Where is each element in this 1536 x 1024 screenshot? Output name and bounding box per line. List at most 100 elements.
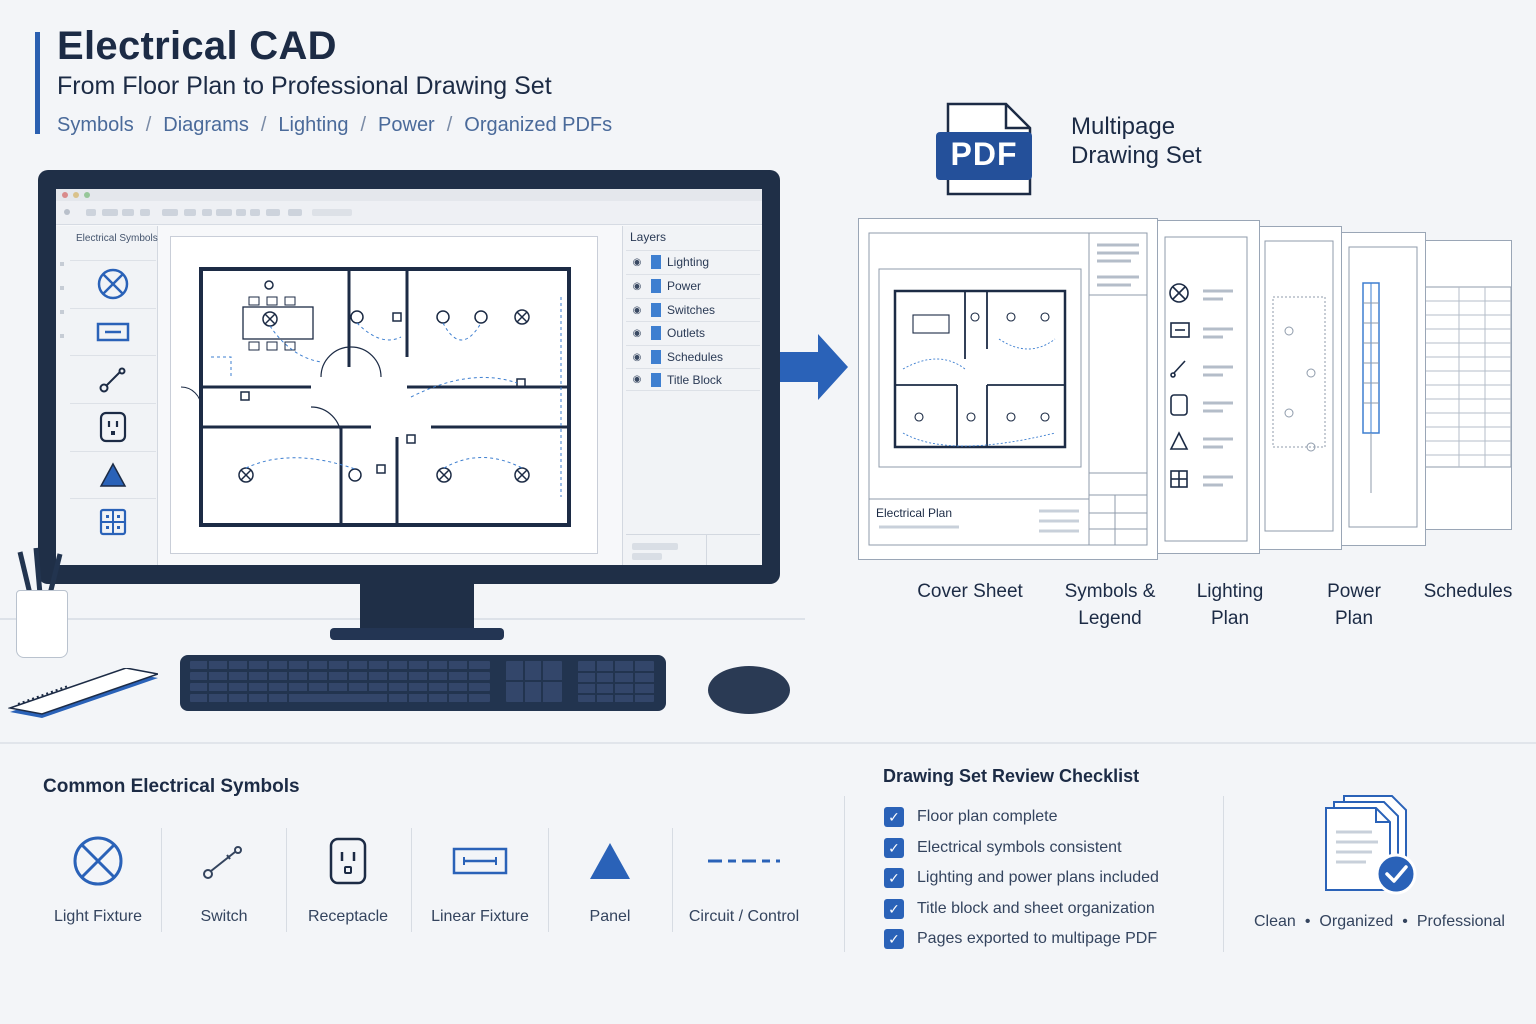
visibility-eye-icon[interactable]: ◉	[632, 280, 642, 292]
sheet-cover[interactable]	[858, 218, 1158, 560]
symbol-label: Linear Fixture	[431, 908, 529, 925]
crumb-separator: /	[360, 114, 367, 136]
sheet-label-line: Lighting	[1196, 581, 1264, 602]
toolbar-icon[interactable]	[312, 209, 352, 216]
visibility-eye-icon[interactable]: ◉	[632, 351, 642, 363]
toolbar-icon[interactable]	[122, 209, 134, 216]
panel-triangle-icon	[99, 461, 127, 487]
linear-fixture-icon	[452, 847, 508, 875]
junction-box-icon	[99, 508, 127, 535]
checkbox-checked-icon[interactable]: ✓	[884, 838, 904, 858]
toolbar-icon[interactable]	[288, 209, 302, 216]
checklist-item[interactable]: ✓ Title block and sheet organization	[884, 898, 1155, 920]
checklist-item-label: Title block and sheet organization	[917, 900, 1155, 917]
checklist-item-label: Lighting and power plans included	[917, 869, 1159, 886]
monitor-stand	[360, 583, 474, 631]
layer-row-schedules[interactable]: ◉Schedules	[626, 345, 760, 368]
layer-row-lighting[interactable]: ◉Lighting	[626, 250, 760, 273]
keyboard-keys	[190, 661, 654, 702]
toolbar-icon[interactable]	[236, 209, 246, 216]
sheet-label-line: Plan	[1210, 608, 1250, 629]
toolbar-icon[interactable]	[202, 209, 212, 216]
sheet-label-line: Symbols &	[1064, 581, 1156, 602]
toolbar-icon[interactable]	[102, 209, 118, 216]
symbol-divider	[672, 828, 673, 932]
crumb-organized-pdfs: Organized PDFs	[464, 114, 613, 136]
toolbar-icon[interactable]	[64, 209, 70, 215]
pencil-cup-icon	[16, 546, 72, 601]
checkbox-checked-icon[interactable]: ✓	[884, 929, 904, 949]
symbols-section-title: Common Electrical Symbols	[43, 776, 300, 797]
toolbar-icon[interactable]	[162, 209, 178, 216]
symbol-label: Panel	[589, 908, 631, 925]
toolbar-icon[interactable]	[266, 209, 280, 216]
visibility-eye-icon[interactable]: ◉	[632, 327, 642, 339]
checklist-item[interactable]: ✓Pages exported to multipage PDF	[884, 928, 1157, 950]
window-minimize-icon[interactable]	[73, 192, 79, 198]
sheet-schedules[interactable]	[1424, 240, 1512, 530]
symbol-label: Receptacle	[307, 908, 389, 925]
library-panel[interactable]	[70, 451, 156, 497]
switch-icon	[99, 367, 126, 392]
toolbar-icon[interactable]	[216, 209, 232, 216]
schedule-table-drawing	[1424, 286, 1512, 468]
visibility-eye-icon[interactable]: ◉	[632, 374, 642, 385]
library-switch[interactable]	[70, 355, 156, 401]
property-placeholder	[632, 543, 678, 550]
pdf-caption-line2: Drawing Set	[1071, 142, 1202, 169]
legend-drawing	[1164, 236, 1248, 542]
symbol-divider	[286, 828, 287, 932]
toolbar-icon[interactable]	[184, 209, 196, 216]
checkbox-checked-icon[interactable]: ✓	[884, 807, 904, 827]
drawing-canvas[interactable]	[170, 236, 598, 554]
linear-fixture-icon	[96, 322, 130, 341]
notebook-icon	[7, 667, 161, 720]
checkbox-checked-icon[interactable]: ✓	[884, 868, 904, 888]
layer-name: Outlets	[667, 326, 706, 340]
window-close-icon[interactable]	[62, 192, 68, 198]
crumb-power: Power	[378, 114, 435, 136]
layer-color-swatch	[651, 372, 661, 387]
keyboard	[180, 655, 666, 711]
toolbar-icon[interactable]	[250, 209, 260, 216]
page-title: Electrical CAD	[57, 24, 337, 68]
sheet-label-cover: Cover Sheet	[900, 578, 1040, 605]
library-light-fixture[interactable]	[70, 260, 156, 306]
checklist-item[interactable]: ✓Electrical symbols consistent	[884, 837, 1122, 859]
visibility-eye-icon[interactable]: ◉	[632, 304, 642, 316]
toolbar-icon[interactable]	[140, 209, 150, 216]
lighting-plan-drawing	[1264, 240, 1334, 532]
panel-side-rail	[60, 256, 66, 556]
sheet-symbols-legend[interactable]	[1156, 220, 1260, 554]
tagline-word: Professional	[1416, 913, 1505, 930]
window-maximize-icon[interactable]	[84, 192, 90, 198]
footer-divider	[706, 535, 707, 565]
visibility-eye-icon[interactable]: ◉	[632, 256, 642, 268]
library-linear-fixture[interactable]	[70, 308, 156, 354]
layer-row-switches[interactable]: ◉Switches	[626, 298, 760, 321]
crumb-diagrams: Diagrams	[163, 114, 249, 136]
header-accent-bar	[35, 32, 40, 134]
sheet-label-lighting: Lighting Plan	[1180, 578, 1280, 632]
layer-name: Title Block	[667, 372, 722, 387]
receptacle-icon	[329, 837, 367, 885]
checklist-item[interactable]: ✓Floor plan complete	[884, 806, 1058, 828]
checklist-item[interactable]: ✓ Lighting and power plans included	[884, 867, 1159, 889]
library-receptacle[interactable]	[70, 403, 156, 449]
property-placeholder	[632, 553, 662, 560]
layer-row-power[interactable]: ◉Power	[626, 274, 760, 297]
pdf-caption-line1: Multipage	[1071, 113, 1176, 140]
sheet-lighting-plan[interactable]	[1256, 226, 1342, 550]
sheet-label-symbols: Symbols & Legend	[1050, 578, 1170, 632]
checkbox-checked-icon[interactable]: ✓	[884, 899, 904, 919]
library-junction-box[interactable]	[70, 498, 156, 544]
sheet-power-plan[interactable]	[1340, 232, 1426, 546]
floor-plan-drawing	[180, 267, 571, 527]
symbol-receptacle: Receptacle	[290, 830, 406, 932]
layer-row-title-block[interactable]: ◉ Title Block	[626, 368, 760, 391]
symbol-linear-fixture: Linear Fixture	[416, 830, 544, 932]
layer-row-outlets[interactable]: ◉ Outlets	[626, 321, 760, 344]
toolbar-icon[interactable]	[86, 209, 96, 216]
sheet-label-schedules: Schedules	[1412, 578, 1524, 605]
symbol-light-fixture: Light Fixture	[40, 830, 156, 932]
